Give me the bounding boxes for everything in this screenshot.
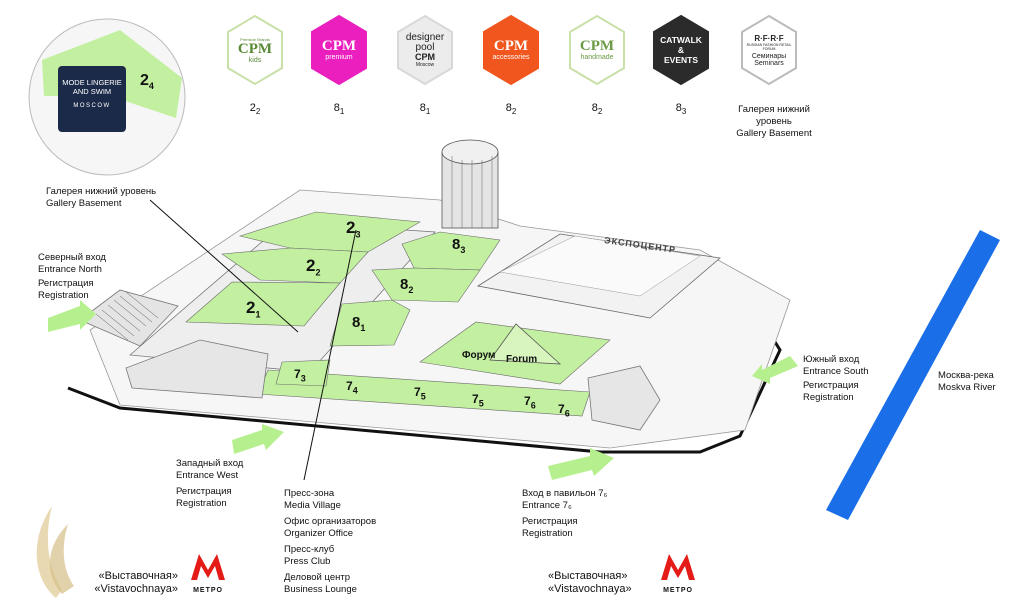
- press-pointer: [303, 229, 357, 481]
- brand-name: pool: [415, 41, 435, 53]
- brand-sub: EVENTS: [663, 55, 698, 65]
- forum-label: Форум: [462, 350, 496, 361]
- brand-sub: CPM: [415, 51, 435, 62]
- brand-sub: premium: [325, 54, 353, 61]
- north-building: [79, 289, 179, 347]
- forum-pyramid: [489, 323, 562, 365]
- moskva-river: [826, 230, 1000, 520]
- hall-8-1: [329, 299, 411, 347]
- brand-sub: handmade: [580, 54, 614, 61]
- mode-lingerie-badge: [58, 66, 126, 132]
- brand-top: Premium Brands: [240, 36, 270, 42]
- hall-label-7-4: 74: [346, 379, 358, 396]
- hall-label-7-5: 75: [414, 385, 426, 402]
- gallery-pointer: [149, 199, 299, 333]
- circle-hall-label: 24: [140, 72, 154, 92]
- mode-lingerie-line1: MODE LINGERIE: [62, 78, 122, 87]
- hall-label-8-1: 81: [352, 314, 366, 333]
- expocentre-roof: [499, 235, 701, 297]
- hall-2-3: [238, 211, 421, 253]
- hexagon-icon: [741, 14, 797, 86]
- brand-name: &: [677, 45, 685, 55]
- metro-logo-right: МЕТРО: [658, 552, 698, 594]
- hall-label-7-6: 76: [524, 394, 536, 411]
- brand-sub2: Seminars: [754, 59, 784, 67]
- metro-station-right: «Выставочная»«Vistavochnaya»: [548, 570, 632, 595]
- hall-label-2-3: 23: [346, 218, 361, 240]
- hall-8-2: [371, 267, 481, 303]
- arrow-south: [752, 356, 798, 384]
- hexagon-icon: [397, 14, 453, 86]
- wings-logo-icon: [36, 506, 74, 598]
- metro-m-icon: [191, 554, 225, 580]
- hall-label-2-1: 21: [246, 298, 261, 320]
- hall-label-8-2: 82: [400, 276, 414, 295]
- mode-lingerie-logo: MODE LINGERIE AND SWIM MOSCOW: [58, 78, 126, 111]
- arrow-west: [232, 424, 284, 454]
- brand-sub2: Moscow: [415, 61, 435, 68]
- brand-floor-label: 22: [249, 102, 261, 117]
- front-building-left: [125, 339, 269, 399]
- hall-label-8-3: 83: [452, 236, 466, 255]
- hall-label-7-5b: 75: [472, 392, 484, 409]
- brand-name: CPM: [493, 38, 529, 54]
- arrow-north: [48, 300, 96, 332]
- brand-floor-label: 81: [333, 102, 345, 117]
- hall-2-2: [221, 247, 369, 284]
- hall-label-2-2: 22: [306, 256, 321, 278]
- brand-top: CATWALK: [660, 35, 702, 45]
- arrow-pavilion: [548, 448, 614, 480]
- brand-sub: kids: [248, 56, 262, 64]
- rfrf-full-name: RUSSIAN FASHION RETAIL FORUM: [746, 42, 792, 51]
- forum-label-en: Forum: [506, 354, 538, 365]
- brand-floor-label: 82: [591, 102, 603, 117]
- brand-name: CPM: [579, 38, 615, 54]
- mode-lingerie-line2: AND SWIM: [72, 87, 112, 96]
- brand-top: designer: [405, 31, 445, 43]
- mode-lingerie-line3: MOSCOW: [73, 103, 111, 109]
- brand-name: CPM: [237, 40, 273, 57]
- metro-station-left: «Выставочная»«Vistavochnaya»: [94, 570, 178, 595]
- tower-top: [441, 139, 499, 165]
- brand-sub: Семинары: [751, 52, 787, 60]
- brand-catwalk: CATWALK&EVENTS: [652, 14, 710, 86]
- hall-7-3: [275, 359, 331, 387]
- brand-name: CPM: [321, 38, 357, 54]
- rfrf-title: R·F·R·F: [754, 33, 784, 43]
- hexagon-icon: [311, 14, 367, 86]
- brand-floor-label: 83: [675, 102, 687, 117]
- hexagon-icon: [653, 14, 709, 86]
- hall-8-3: [401, 231, 501, 271]
- front-building-right: [587, 365, 661, 431]
- hall-label-7-6b: 76: [558, 402, 570, 419]
- metro-logo-left: МЕТРО: [188, 552, 228, 594]
- brand-floor-label: 81: [419, 102, 431, 117]
- hall-label-7-3: 73: [294, 367, 306, 384]
- hexagon-icon: [569, 14, 625, 86]
- hall-2-1: [185, 281, 341, 327]
- tower: [441, 151, 499, 229]
- hexagon-icon: [227, 14, 283, 86]
- brand-floor-label: 82: [505, 102, 517, 117]
- brand-sub: accessories: [492, 54, 530, 61]
- metro-m-icon: [661, 554, 695, 580]
- perimeter-fence: [67, 317, 782, 454]
- hexagon-icon: [483, 14, 539, 86]
